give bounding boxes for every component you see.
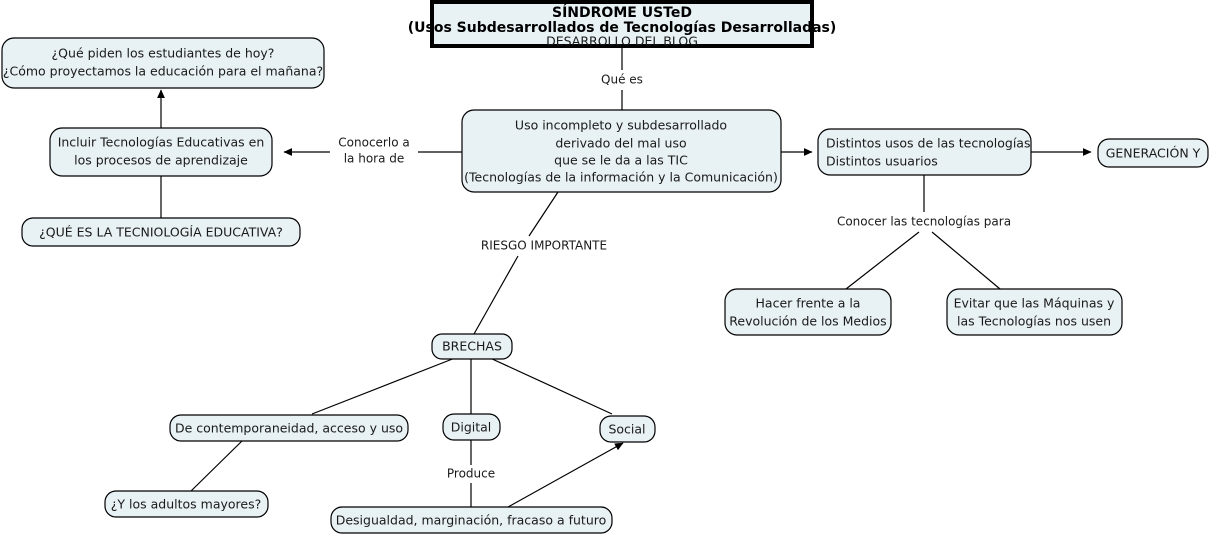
edge-brechas-to-social — [489, 357, 613, 415]
edge-label-conocerlo-a: Conocerlo a — [338, 136, 409, 150]
node-central-uso-incompleto[interactable]: Uso incompleto y subdesarrollado derivad… — [461, 109, 782, 193]
node-central-line4: (Tecnologías de la información y la Comu… — [464, 170, 778, 185]
node-social-rect — [599, 415, 656, 443]
node-digital[interactable]: Digital — [442, 413, 501, 441]
node-preguntas-line2: ¿Cómo proyectamos la educación para el m… — [3, 64, 323, 79]
edge-contemporaneidad-to-adultos — [189, 439, 244, 493]
node-evitar-maquinas-line1: Evitar que las Máquinas y — [954, 296, 1115, 311]
edge-label-layer: Qué es Conocerlo a la hora de RIESGO IMP… — [338, 73, 1011, 481]
node-hacer-frente-revolucion[interactable]: Hacer frente a la Revolución de los Medi… — [724, 288, 892, 336]
node-incluir-line1: Incluir Tecnologías Educativas en — [58, 135, 265, 150]
edge-label-la-hora-de: la hora de — [344, 152, 405, 166]
node-desigualdad-line1: Desigualdad, marginación, fracaso a futu… — [336, 513, 607, 528]
node-evitar-maquinas-rect — [946, 288, 1123, 336]
edge-label-que-es: Qué es — [601, 73, 643, 87]
node-adultos-mayores-rect — [104, 490, 269, 518]
node-central-line3: que se le da a las TIC — [554, 153, 688, 168]
node-distintos-usos-rect — [817, 128, 1032, 176]
node-generacion-y-line1: GENERACIÓN Y — [1106, 146, 1201, 161]
node-central-rect — [461, 109, 782, 193]
node-preguntas-rect — [1, 37, 325, 89]
node-adultos-mayores-line1: ¿Y los adultos mayores? — [111, 497, 261, 512]
edge-central-to-brechas-lower — [473, 255, 519, 335]
node-evitar-maquinas-line2: las Tecnologías nos usen — [957, 314, 1111, 329]
node-distintos-usos-line2: Distintos usuarios — [826, 154, 938, 169]
node-distintos-usos-usuarios[interactable]: Distintos usos de las tecnologías Distin… — [817, 128, 1032, 176]
node-generacion-y-rect — [1097, 138, 1209, 168]
node-central-line2: derivado del mal uso — [555, 136, 686, 151]
node-adultos-mayores[interactable]: ¿Y los adultos mayores? — [104, 490, 269, 518]
node-preguntas-estudiantes[interactable]: ¿Qué piden los estudiantes de hoy? ¿Cómo… — [1, 37, 325, 89]
node-title-sindrome-usted[interactable]: SÍNDROME USTeD (Usos Subdesarrollados de… — [408, 0, 837, 49]
node-incluir-tecnologias-educativas[interactable]: Incluir Tecnologías Educativas en los pr… — [49, 127, 273, 177]
edge-conocer-to-hacerfrente — [845, 231, 920, 290]
node-digital-rect — [442, 413, 501, 441]
node-central-line1: Uso incompleto y subdesarrollado — [515, 118, 727, 133]
node-queestecnologia-rect — [21, 217, 301, 247]
node-queestecnologia-line1: ¿QUÉ ES LA TECNIOLOGÍA EDUCATIVA? — [39, 225, 283, 240]
node-desigualdad-rect — [330, 506, 613, 534]
node-brechas-rect — [431, 333, 513, 360]
node-desigualdad-marginacion[interactable]: Desigualdad, marginación, fracaso a futu… — [330, 506, 613, 534]
node-distintos-usos-line1: Distintos usos de las tecnologías — [826, 136, 1030, 151]
node-brechas[interactable]: BRECHAS — [431, 333, 513, 360]
edge-label-riesgo-importante: RIESGO IMPORTANTE — [481, 239, 607, 253]
node-contemporaneidad-line1: De contemporaneidad, acceso y uso — [175, 421, 403, 436]
node-social[interactable]: Social — [599, 415, 656, 443]
edge-layer — [157, 46, 1092, 508]
node-brechas-line1: BRECHAS — [442, 339, 502, 354]
node-evitar-maquinas-tecnologias[interactable]: Evitar que las Máquinas y las Tecnología… — [946, 288, 1123, 336]
node-de-contemporaneidad[interactable]: De contemporaneidad, acceso y uso — [169, 414, 409, 442]
edge-central-to-brechas-upper — [528, 191, 559, 237]
node-social-line1: Social — [608, 422, 645, 437]
node-que-es-tecnologia-educativa[interactable]: ¿QUÉ ES LA TECNIOLOGÍA EDUCATIVA? — [21, 217, 301, 247]
node-preguntas-line1: ¿Qué piden los estudiantes de hoy? — [52, 46, 275, 61]
edge-label-produce: Produce — [447, 467, 495, 481]
node-contemporaneidad-rect — [169, 414, 409, 442]
edge-desigualdad-to-social — [507, 442, 624, 508]
node-title-line3: DESARROLLO DEL BLOG — [546, 34, 698, 49]
node-digital-line1: Digital — [451, 420, 492, 435]
node-incluir-line2: los procesos de aprendizaje — [74, 153, 248, 168]
node-generacion-y[interactable]: GENERACIÓN Y — [1097, 138, 1209, 168]
edge-conocer-to-evitarmaquinas — [931, 231, 1001, 290]
edge-brechas-to-contemporaneidad — [311, 357, 456, 415]
edge-label-conocer-las-tecnologias-para: Conocer las tecnologías para — [837, 215, 1011, 229]
node-incluir-rect — [49, 127, 273, 177]
node-title-rect — [430, 0, 814, 48]
node-title-line1: SÍNDROME USTeD — [552, 4, 692, 21]
node-hacer-frente-line2: Revolución de los Medios — [729, 314, 886, 329]
node-title-line2: (Usos Subdesarrollados de Tecnologías De… — [408, 20, 837, 36]
node-hacer-frente-line1: Hacer frente a la — [756, 296, 861, 311]
node-hacer-frente-rect — [724, 288, 892, 336]
